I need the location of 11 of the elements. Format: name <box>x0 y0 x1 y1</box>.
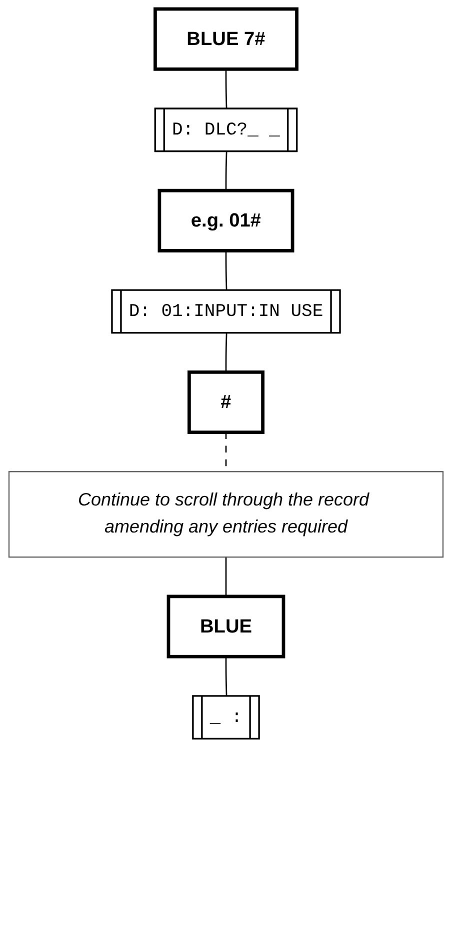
node-box: BLUE 7# <box>154 7 298 71</box>
connector <box>225 69 228 110</box>
connector <box>225 152 228 191</box>
node-box: BLUE <box>166 594 286 658</box>
node-box: # <box>188 370 264 434</box>
connector <box>225 333 228 372</box>
connector <box>225 656 228 697</box>
connector <box>225 557 227 596</box>
connector <box>225 250 228 291</box>
node-box: e.g. 01# <box>158 188 294 252</box>
node-box: Continue to scroll through the record amending any entries required <box>8 471 444 558</box>
